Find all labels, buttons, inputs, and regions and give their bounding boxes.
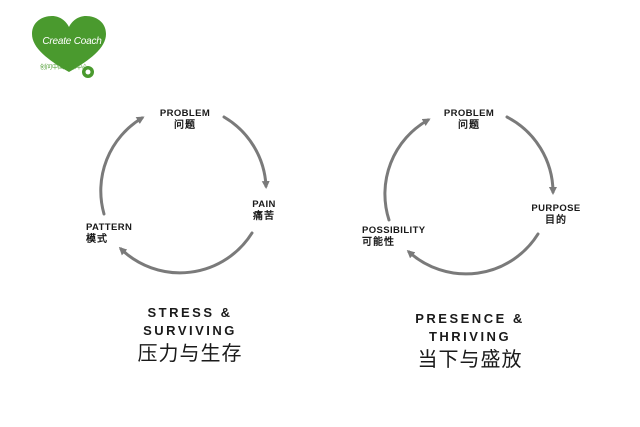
left-node-problem: PROBLEM 问题 [150,108,220,132]
left-arc-pattern-to-problem [99,116,145,216]
right-node-possibility-zh: 可能性 [362,237,395,248]
right-title-line1: PRESENCE & [415,311,525,326]
left-title-zh: 压力与生存 [137,341,243,365]
right-arc-problem-to-purpose [505,115,557,195]
left-node-pain-en: PAIN [252,199,276,210]
right-arc-possibility-to-problem [383,118,431,222]
left-node-pain: PAIN 痛苦 [244,199,284,223]
left-title-line1: STRESS & [147,305,233,320]
left-title: STRESS & SURVIVING 压力与生存 [100,304,280,366]
right-node-problem-en: PROBLEM [443,108,495,119]
right-title-zh: 当下与盛放 [417,347,523,371]
right-node-problem-zh: 问题 [458,120,480,131]
left-node-problem-en: PROBLEM [159,108,211,119]
right-node-possibility: POSSIBILITY 可能性 [362,225,442,249]
right-node-purpose-zh: 目的 [545,215,567,226]
logo-subtitle: 创问中国教练中心 [39,64,88,71]
logo-mark-icon [32,16,106,78]
right-node-purpose: PURPOSE 目的 [524,203,588,227]
right-node-possibility-en: POSSIBILITY [362,225,426,236]
left-arc-problem-to-pain [222,115,270,189]
right-title: PRESENCE & THRIVING 当下与盛放 [380,310,560,372]
create-coach-logo: Create Coach 创问中国教练中心 [28,14,110,80]
left-node-problem-zh: 问题 [174,120,196,131]
logo-brand: Create Coach [42,36,102,47]
left-title-line2: SURVIVING [143,323,237,338]
left-node-pattern-en: PATTERN [86,222,133,233]
left-arc-pain-to-pattern [118,231,254,275]
left-node-pain-zh: 痛苦 [253,211,275,222]
right-node-problem: PROBLEM 问题 [434,108,504,132]
right-arc-purpose-to-possibility [406,232,540,276]
left-node-pattern: PATTERN 模式 [86,222,146,246]
left-node-pattern-zh: 模式 [86,234,108,245]
right-node-purpose-en: PURPOSE [531,203,581,214]
right-title-line2: THRIVING [428,329,512,344]
